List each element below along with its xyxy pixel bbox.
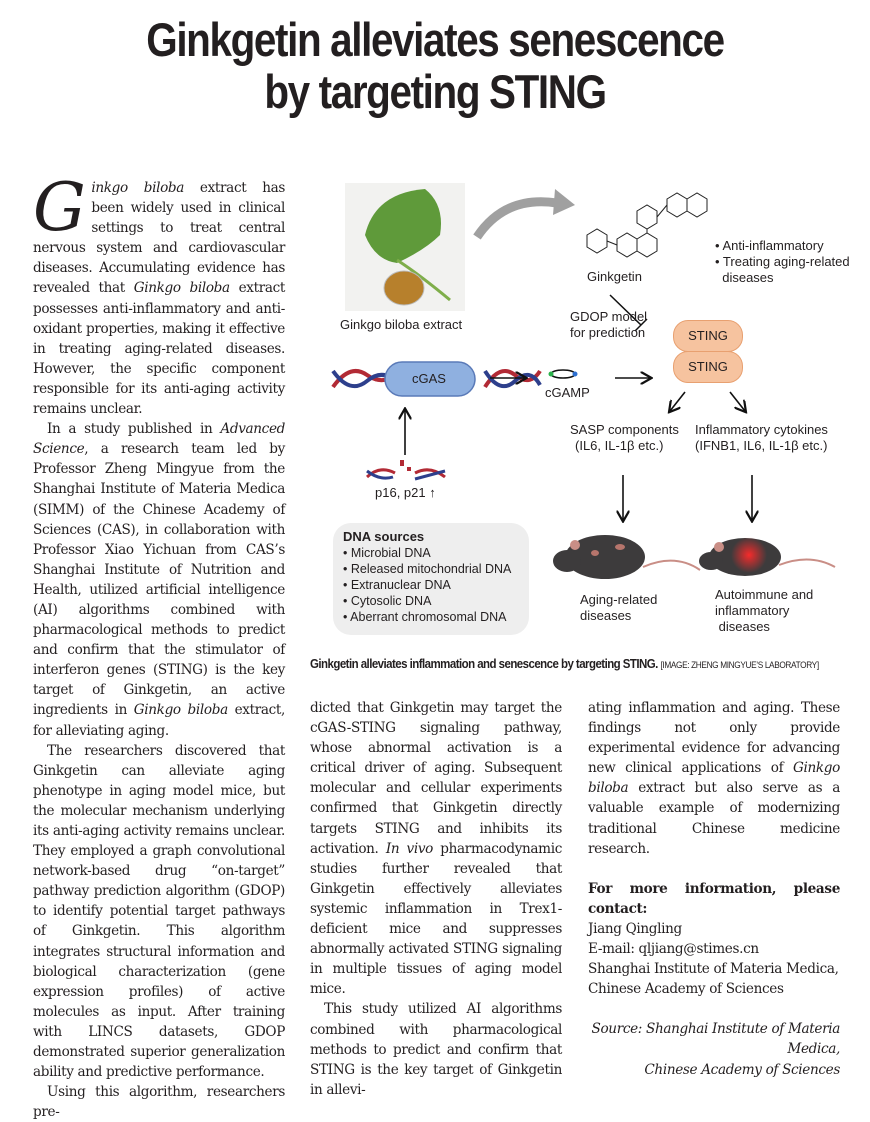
autoimmune-label-1: Autoimmune and: [715, 587, 814, 602]
italic-ginkgo: Ginkgo biloba: [588, 760, 840, 797]
sting-top: STING: [673, 320, 743, 352]
figure-caption: Ginkgetin alleviates inflammation and se…: [310, 657, 819, 671]
sasp-label-1: SASP components: [570, 422, 679, 437]
paragraph-study: In a study published in Advanced Science…: [33, 419, 285, 741]
paragraph-algorithm: Using this algorithm, researchers pre-: [33, 1084, 285, 1121]
benefit-item: • Anti-inflammatory: [715, 238, 824, 253]
figure-graphics: [331, 183, 836, 579]
caption-text: Ginkgetin alleviates inflammation and se…: [310, 657, 658, 671]
paragraph-findings: ating inflammation and aging. These find…: [588, 698, 840, 859]
image-credit: [IMAGE: ZHENG MINGYUE’S LABORATORY]: [660, 660, 819, 670]
gdop-label-1: GDOP model: [570, 309, 648, 324]
headline: Ginkgetin alleviates senescence by targe…: [61, 14, 809, 118]
inhibition-line: [609, 294, 642, 326]
text: pharmacodynamic studies further revealed…: [310, 840, 562, 998]
cgamp-label: cGAMP: [545, 385, 590, 400]
damaged-dna-icon: [365, 460, 446, 481]
cgas-shape: [384, 361, 476, 397]
text: dicted that Ginkgetin may target the cGA…: [310, 700, 562, 857]
aging-mouse-icon: [553, 535, 701, 579]
arrow-sting-cytokines: [729, 391, 745, 411]
cytokines-label-2: (IFNB1, IL6, IL-1β etc.): [695, 438, 828, 453]
paragraph-gdop: The researchers discovered that Ginkgeti…: [33, 742, 285, 1081]
paragraph-conclusion: This study utilized AI algorithms combin…: [310, 1001, 562, 1098]
cytokines-label-1: Inflammatory cytokines: [695, 422, 828, 437]
autoimmune-label-3: diseases: [715, 619, 770, 634]
contact-name: Jiang Qingling: [588, 920, 682, 937]
italic-ginkgo: inkgo biloba: [91, 180, 185, 196]
ginkgetin-structure-icon: [586, 192, 708, 258]
ginkgetin-label: Ginkgetin: [587, 269, 642, 284]
paragraph-prediction: dicted that Ginkgetin may target the cGA…: [310, 698, 562, 999]
text: extract, for alleviating aging.: [33, 702, 285, 739]
article-column-3: ating inflammation and aging. These find…: [588, 698, 840, 1080]
text: extract has been widely used in clinical…: [33, 180, 285, 297]
autoimmune-label-2: inflammatory: [715, 603, 790, 618]
source-line: Source: Shanghai Institute of Materia: [591, 1021, 841, 1038]
contact-heading: For more information, please contact:: [588, 880, 840, 917]
italic-ginkgo: Ginkgo biloba: [133, 280, 230, 297]
gdop-label-2: for prediction: [570, 325, 646, 340]
inflamed-mouse-icon: [699, 537, 836, 576]
sting-bottom: STING: [673, 351, 743, 383]
text: , a research team led by Professor Zheng…: [33, 441, 285, 719]
dna-source-item: • Cytosolic DNA: [343, 594, 432, 608]
dna-sources-heading: DNA sources: [343, 529, 425, 544]
headline-line-1: Ginkgetin alleviates senescence: [146, 13, 725, 66]
dropcap: G: [33, 169, 86, 246]
text: extract but also serve as a valuable exa…: [588, 780, 840, 857]
italic-in-vivo: In vivo: [385, 840, 434, 857]
source-credit: Source: Shanghai Institute of Materia Me…: [588, 1019, 841, 1079]
aging-label-1: Aging-related: [580, 592, 658, 607]
source-line: Medica,: [787, 1041, 840, 1058]
text: ating inflammation and aging. These find…: [588, 700, 840, 777]
ginkgo-label: Ginkgo biloba extract: [340, 317, 463, 332]
article-column-2: dicted that Ginkgetin may target the cGA…: [310, 698, 562, 1100]
benefit-item: • Treating aging-related: [715, 254, 850, 269]
dna-source-item: • Microbial DNA: [343, 546, 431, 560]
extract-powder-icon: [383, 270, 425, 306]
contact-email[interactable]: E-mail: qljiang@stimes.cn: [588, 941, 759, 958]
text: extract possesses anti-inflammatory and …: [33, 280, 285, 418]
headline-line-2: by targeting STING: [264, 65, 607, 118]
dna-source-item: • Released mitochondrial DNA: [343, 562, 512, 576]
cgamp-icon: [550, 369, 576, 379]
dna-source-item: • Extranuclear DNA: [343, 578, 451, 592]
contact-org-1: Shanghai Institute of Materia Medica,: [588, 961, 839, 978]
p16-p21-label: p16, p21 ↑: [375, 485, 436, 500]
arrow-sting-sasp: [670, 391, 686, 411]
aging-label-2: diseases: [580, 608, 632, 623]
dna-sources-box: DNA sources • Microbial DNA • Released m…: [333, 523, 529, 635]
cgas-label: cGAS: [412, 371, 446, 386]
text: In a study published in: [47, 421, 221, 438]
sasp-label-2: (IL6, IL-1β etc.): [575, 438, 664, 453]
ginkgo-leaf-icon: [365, 189, 441, 263]
benefit-item: diseases: [715, 270, 774, 285]
dna-source-item: • Aberrant chromosomal DNA: [343, 610, 507, 624]
ginkgo-photo: [345, 183, 465, 311]
curved-arrow-icon: [473, 197, 558, 240]
italic-ginkgo: Ginkgo biloba: [133, 702, 228, 719]
journal-name: Advanced Science: [33, 421, 285, 458]
pathway-figure: Ginkgo biloba extract Ginkgetin • Anti-i…: [305, 175, 865, 645]
contact-org-2: Chinese Academy of Sciences: [588, 981, 784, 998]
